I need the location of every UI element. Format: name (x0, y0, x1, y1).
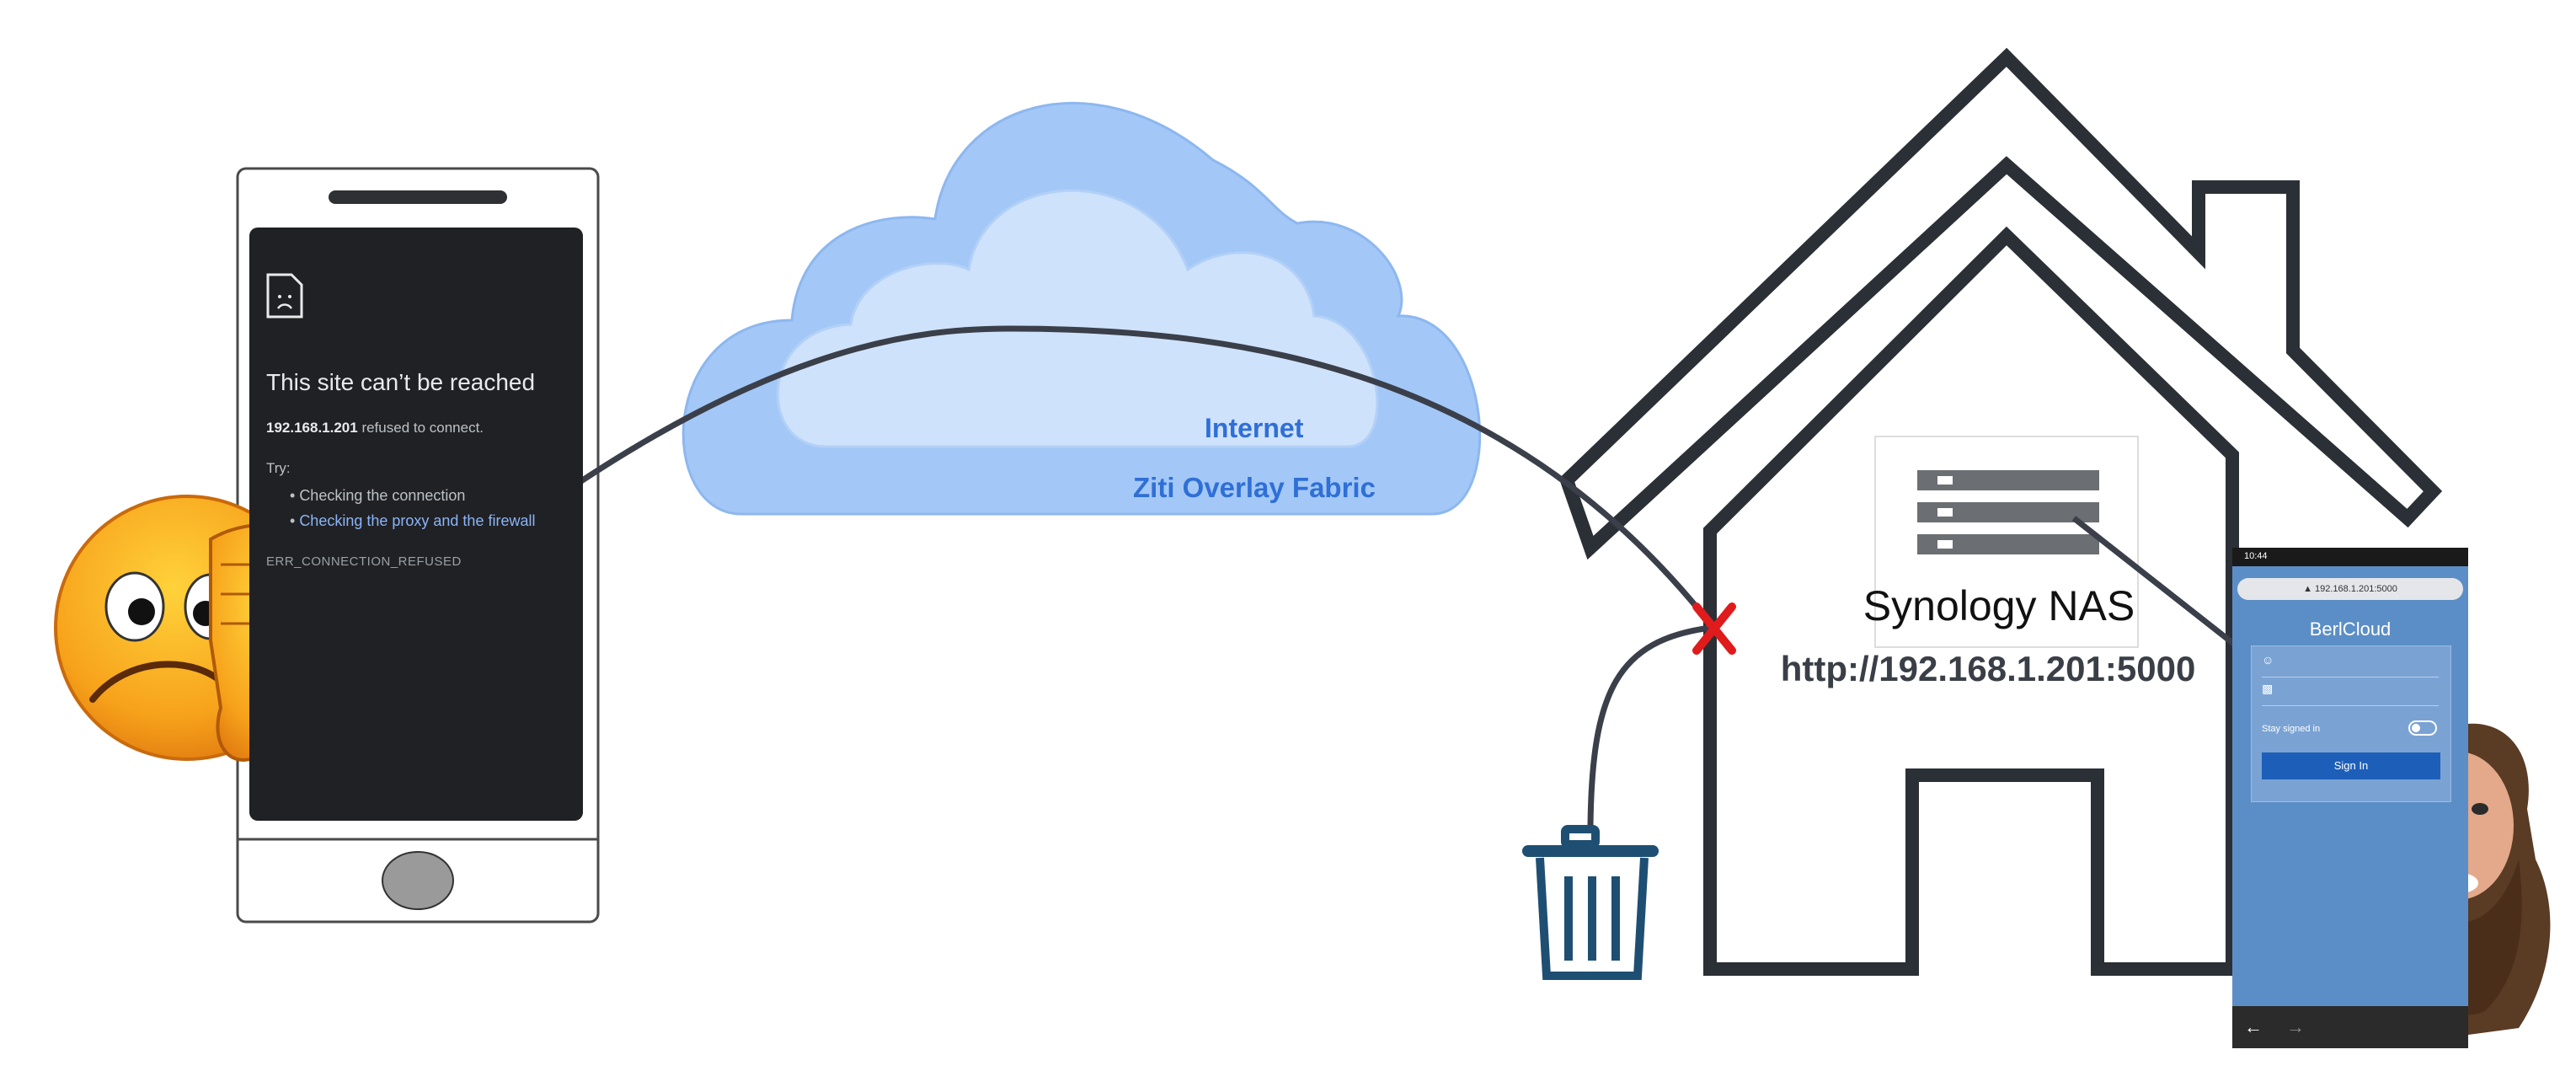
blocked-x-icon (1692, 602, 1736, 655)
sign-in-button[interactable]: Sign In (2262, 752, 2440, 779)
broken-page-icon (266, 273, 303, 319)
server-icon (1874, 436, 2139, 648)
suggestion-1: • Checking the connection (290, 487, 466, 504)
house (1558, 47, 2443, 976)
username-field[interactable]: ☺ (2262, 653, 2439, 677)
overlay-fabric-label: Ziti Overlay Fabric (1133, 472, 1376, 503)
trash-icon (1522, 825, 1659, 980)
password-field[interactable]: ▩ (2262, 682, 2439, 706)
error-ip-suffix: refused to connect. (357, 420, 484, 436)
internet-label: Internet (1205, 413, 1304, 443)
error-title: This site can’t be reached (266, 369, 536, 395)
login-form: ☺ ▩ Stay signed in Sign In (2251, 645, 2451, 802)
error-code: ERR_CONNECTION_REFUSED (266, 554, 462, 569)
nas-url: http://192.168.1.201:5000 (1780, 649, 2196, 688)
error-ip: 192.168.1.201 (266, 420, 358, 436)
nas-name: Synology NAS (1863, 582, 2135, 629)
error-detail: 192.168.1.201 refused to connect. (266, 420, 484, 436)
connection-path-to-trash (1587, 624, 1711, 827)
address-bar[interactable]: ▲ 192.168.1.201:5000 (2237, 578, 2463, 600)
stay-signed-in-toggle[interactable] (2408, 720, 2437, 736)
forward-icon[interactable]: → (2286, 1016, 2305, 1037)
status-bar: 10:44 (2232, 548, 2468, 566)
suggestion-2[interactable]: • Checking the proxy and the firewall (290, 512, 536, 529)
try-label: Try: (266, 460, 291, 476)
stay-signed-in-label: Stay signed in (2262, 724, 2321, 734)
left-phone-screen: This site can’t be reached 192.168.1.201… (249, 228, 583, 821)
back-icon[interactable]: ← (2244, 1016, 2263, 1037)
browser-toolbar: ← → (2232, 1006, 2468, 1048)
connection-path-blocked (465, 325, 1713, 626)
right-phone: 10:44 ▲ 192.168.1.201:5000 BerlCloud ☺ ▩… (2232, 548, 2468, 1048)
app-title: BerlCloud (2309, 618, 2392, 640)
internet-cloud (681, 101, 1482, 516)
